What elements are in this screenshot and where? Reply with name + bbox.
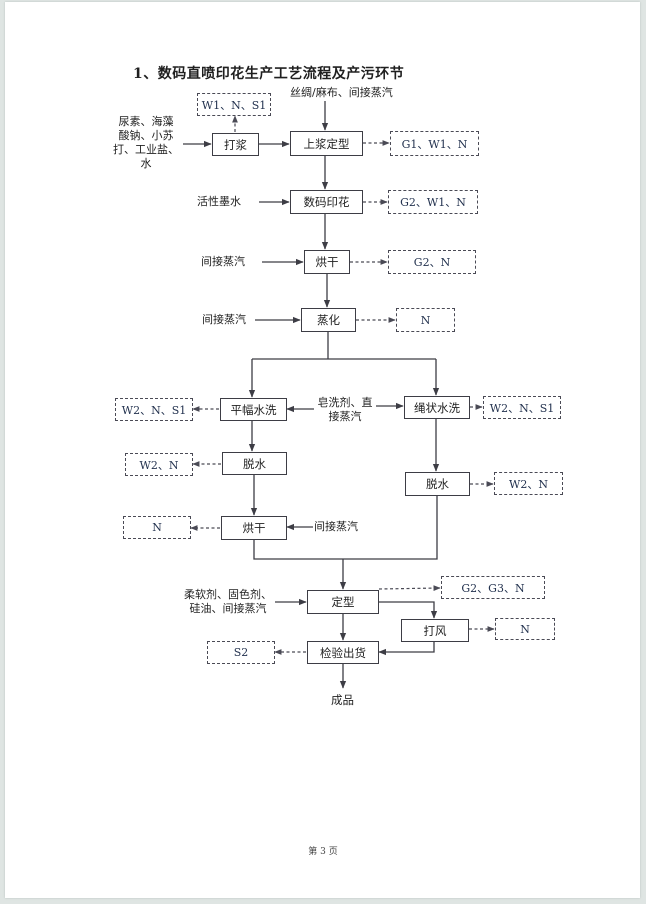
- pollutant-shengzhuang-shuixi: W2、N、S1: [483, 396, 561, 419]
- pollutant-dingxing: G2、G3、N: [441, 576, 545, 599]
- dash-dingxing-pollutant: [378, 585, 441, 591]
- page-title: 1、数码直喷印花生产工艺流程及产污环节: [133, 66, 405, 82]
- step-shengzhuang-shuixi: 绳状水洗: [404, 396, 470, 419]
- pollutant-tuoshui-left: W2、N: [125, 453, 193, 476]
- step-shuma-yinhua: 数码印花: [290, 190, 363, 214]
- pollutant-honggan-2: N: [123, 516, 191, 539]
- step-shangjiang-dingxing: 上浆定型: [290, 131, 363, 156]
- input-dingxing-materials: 柔软剂、固色剂、 硅油、间接蒸汽: [184, 588, 272, 615]
- merge-connector: [253, 496, 438, 560]
- input-steam-zhenghua: 间接蒸汽: [202, 313, 246, 326]
- arrow-dafeng-to-jianyan: [378, 642, 435, 656]
- page-number: 第 3 页: [308, 847, 338, 857]
- step-dingxing: 定型: [307, 590, 379, 614]
- input-fabric-steam: 丝绸/麻布、间接蒸汽: [290, 86, 393, 99]
- step-pingfu-shuixi: 平幅水洗: [220, 398, 287, 421]
- pollutant-dafeng: N: [495, 618, 555, 640]
- pollutant-dajiang: W1、N、S1: [197, 93, 271, 116]
- input-steam-honggan: 间接蒸汽: [201, 255, 245, 268]
- pollutant-pingfu-shuixi: W2、N、S1: [115, 398, 193, 421]
- input-wash-agents: 皂洗剂、直 接蒸汽: [317, 396, 373, 423]
- pollutant-tuoshui-right: W2、N: [494, 472, 563, 495]
- step-honggan-2: 烘干: [221, 516, 287, 540]
- step-zhenghua: 蒸化: [301, 308, 356, 332]
- input-dajiang-materials: 尿素、海藻 酸钠、小苏 打、工业盐、 水: [113, 115, 179, 170]
- step-jianyan-chuhuo: 检验出货: [307, 641, 379, 664]
- step-honggan-1: 烘干: [304, 250, 350, 274]
- pollutant-zhenghua: N: [396, 308, 455, 332]
- step-dafeng: 打风: [401, 619, 469, 642]
- step-tuoshui-left: 脱水: [222, 452, 287, 475]
- step-dajiang: 打浆: [212, 133, 259, 156]
- step-tuoshui-right: 脱水: [405, 472, 470, 496]
- arrow-dingxing-to-dafeng: [379, 601, 438, 619]
- input-ink: 活性墨水: [197, 195, 241, 208]
- pollutant-shuma-yinhua: G2、W1、N: [388, 190, 478, 214]
- final-product: 成品: [331, 693, 354, 707]
- input-steam-honggan-2: 间接蒸汽: [314, 520, 358, 533]
- pollutant-honggan-1: G2、N: [388, 250, 476, 274]
- pollutant-shangjiang-dingxing: G1、W1、N: [390, 131, 479, 156]
- pollutant-jianyan-chuhuo: S2: [207, 641, 275, 664]
